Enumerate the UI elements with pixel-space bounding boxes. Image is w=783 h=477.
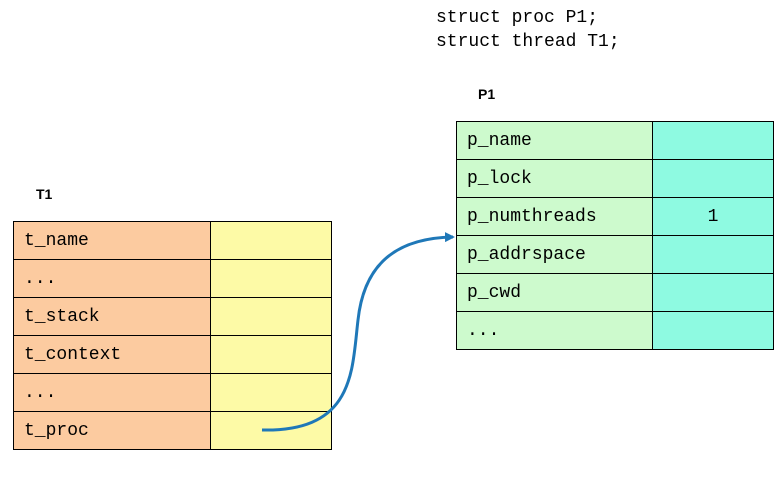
table-row: t_proc <box>13 411 332 450</box>
table-row: p_name <box>456 121 774 160</box>
table-row: t_context <box>13 335 332 374</box>
field-name: t_name <box>13 221 211 260</box>
table-row: t_name <box>13 221 332 260</box>
field-value <box>210 221 332 260</box>
field-name: ... <box>456 311 653 350</box>
field-name: p_addrspace <box>456 235 653 274</box>
field-value <box>652 159 774 198</box>
field-value: 1 <box>652 197 774 236</box>
table-row: p_lock <box>456 159 774 198</box>
thread-label: T1 <box>36 186 53 202</box>
t-proc-to-p1-arrow <box>261 232 455 432</box>
table-row: p_addrspace <box>456 235 774 274</box>
field-name: ... <box>13 259 211 298</box>
field-name: ... <box>13 373 211 412</box>
field-value <box>652 235 774 274</box>
field-value <box>652 311 774 350</box>
field-name: t_context <box>13 335 211 374</box>
proc-label: P1 <box>478 86 496 102</box>
code-line-thread: struct thread T1; <box>436 32 620 52</box>
proc-struct-table: p_name p_lock p_numthreads 1 p_addrspace… <box>456 121 774 350</box>
field-name: t_proc <box>13 411 211 450</box>
field-name: p_cwd <box>456 273 653 312</box>
table-row: ... <box>13 373 332 412</box>
field-name: p_name <box>456 121 653 160</box>
table-row: ... <box>456 311 774 350</box>
table-row: t_stack <box>13 297 332 336</box>
field-value <box>210 297 332 336</box>
code-line-proc: struct proc P1; <box>436 8 599 28</box>
field-name: p_numthreads <box>456 197 653 236</box>
table-row: p_cwd <box>456 273 774 312</box>
field-name: t_stack <box>13 297 211 336</box>
thread-struct-table: t_name ... t_stack t_context ... t_proc <box>13 221 332 450</box>
field-value <box>210 335 332 374</box>
table-row: p_numthreads 1 <box>456 197 774 236</box>
code-declarations: struct proc P1; struct thread T1; <box>436 6 620 54</box>
field-value <box>652 273 774 312</box>
